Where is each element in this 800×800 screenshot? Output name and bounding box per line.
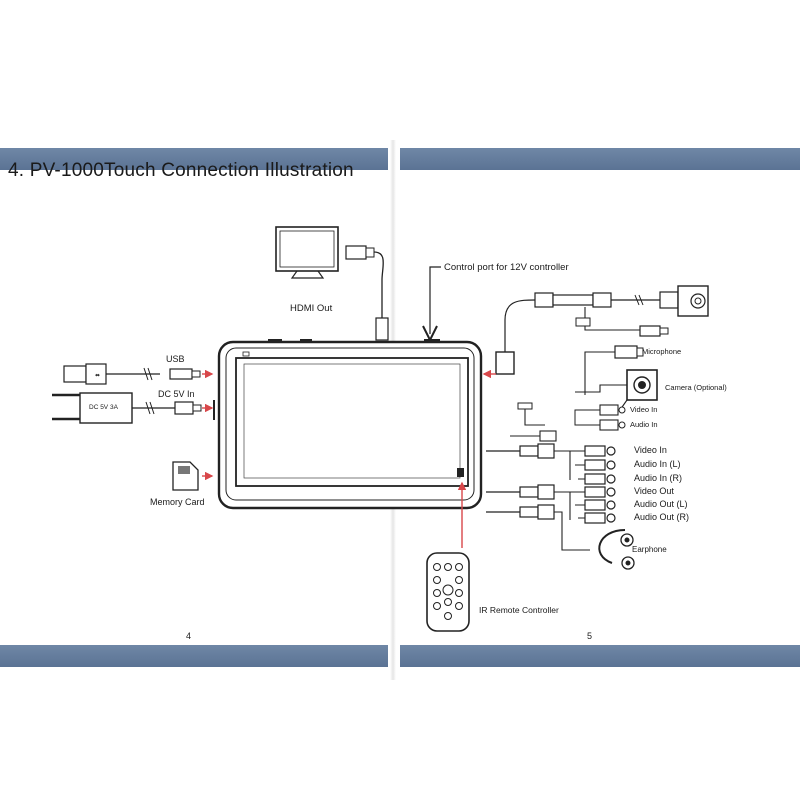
camera-optional-icon (575, 369, 658, 411)
scan-top-margin (0, 0, 800, 150)
usb-cable-icon: ⬌ (63, 363, 201, 385)
camera-video-in-label: Video In (630, 405, 658, 414)
hdmi-cable-icon (345, 245, 389, 341)
dc-in-label: DC 5V In (158, 389, 195, 399)
controller-cable-icon (495, 285, 709, 375)
control-port-pointer (422, 266, 441, 343)
earphone-label: Earphone (632, 545, 667, 554)
page-number-right: 5 (587, 631, 593, 641)
usb-label: USB (166, 354, 185, 364)
av-audio-out-r-label: Audio Out (R) (634, 512, 690, 522)
earphone-icon (486, 504, 635, 570)
ir-remote-label: IR Remote Controller (479, 605, 559, 615)
av-out-cable (486, 484, 616, 524)
memory-card-label: Memory Card (150, 497, 205, 507)
camera-av-plugs (510, 402, 626, 442)
footer-band-right (400, 645, 800, 667)
av-in-cable (486, 443, 616, 485)
control-port-label: Control port for 12V controller (444, 262, 569, 273)
camera-audio-in-label: Audio In (630, 420, 658, 429)
av-video-in-label: Video In (634, 445, 667, 455)
av-audio-out-l-label: Audio Out (L) (634, 499, 688, 509)
av-audio-in-l-label: Audio In (L) (634, 459, 681, 469)
footer-band-left (0, 645, 388, 667)
svg-text:⬌: ⬌ (95, 373, 100, 379)
ir-remote-icon (426, 552, 470, 632)
dc-adapter-icon (52, 392, 202, 424)
page-title: 4. PV-1000Touch Connection Illustration (8, 160, 354, 181)
microphone-label: Microphone (642, 347, 682, 356)
page-number-left: 4 (186, 631, 192, 641)
pv1000touch-device (213, 339, 483, 510)
hdmi-monitor-icon (275, 226, 339, 279)
av-video-out-label: Video Out (634, 486, 674, 496)
av-audio-in-r-label: Audio In (R) (634, 473, 683, 483)
memory-card-icon (172, 461, 199, 491)
microphone-icon (584, 345, 644, 395)
camera-label: Camera (Optional) (665, 383, 727, 392)
header-band-right (400, 148, 800, 170)
adapter-text: DC 5V 3A (89, 404, 118, 411)
hdmi-out-label: HDMI Out (290, 303, 333, 314)
header-band-left (0, 148, 388, 170)
